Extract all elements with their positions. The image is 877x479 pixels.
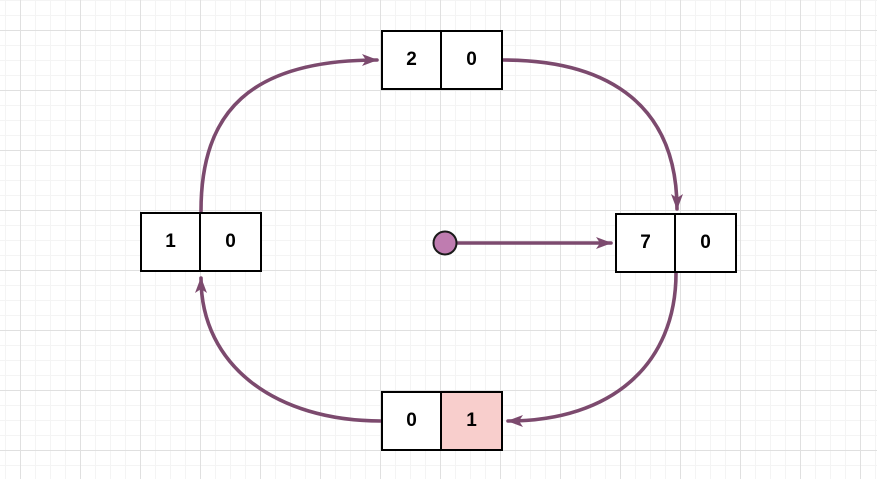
edge-left-to-top[interactable] [199, 54, 379, 213]
cell-value: 0 [225, 231, 236, 252]
node-right-value-cell: 7 [617, 215, 676, 271]
node-bottom-value-cell: 0 [383, 393, 442, 449]
node-left-next-cell: 0 [201, 214, 260, 270]
edge-top-to-right[interactable] [501, 58, 683, 211]
node-left-value-cell: 1 [142, 214, 201, 270]
cell-value: 2 [406, 49, 417, 70]
node-right-next-cell: 0 [676, 215, 735, 271]
cell-value: 0 [700, 232, 711, 253]
cell-value: 0 [406, 410, 417, 431]
list-node-left[interactable]: 1 0 [140, 212, 262, 272]
node-bottom-next-cell: 1 [442, 393, 501, 449]
list-node-top[interactable]: 2 0 [381, 30, 503, 90]
edge-bottom-to-left[interactable] [195, 276, 383, 423]
head-pointer-dot[interactable] [432, 230, 458, 256]
cell-value: 1 [466, 410, 477, 431]
node-top-next-cell: 0 [442, 32, 501, 88]
node-top-value-cell: 2 [383, 32, 442, 88]
edge-right-to-bottom[interactable] [506, 271, 678, 427]
cell-value: 0 [466, 49, 477, 70]
cell-value: 1 [165, 231, 176, 252]
list-node-right[interactable]: 7 0 [615, 213, 737, 273]
cell-value: 7 [640, 232, 651, 253]
list-node-bottom[interactable]: 0 1 [381, 391, 503, 451]
